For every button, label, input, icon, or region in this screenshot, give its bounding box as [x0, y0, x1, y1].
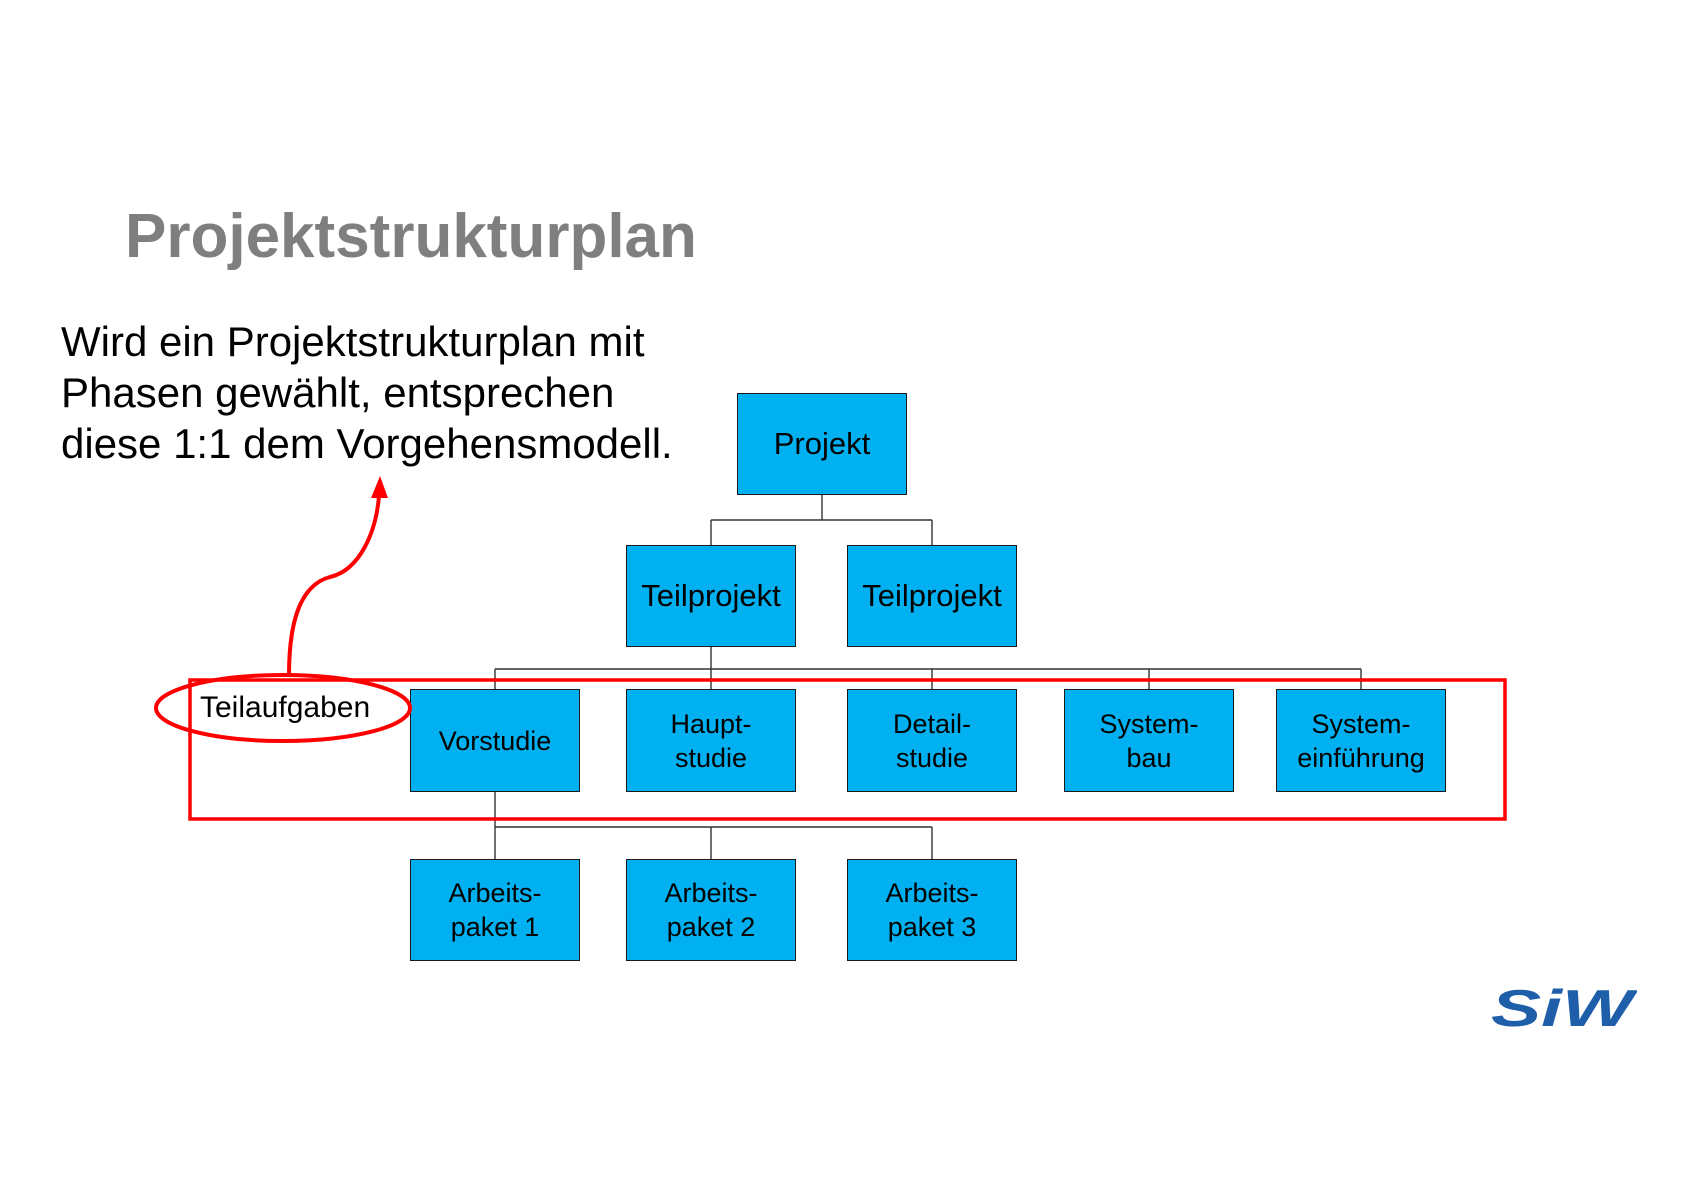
node-projekt: Projekt — [737, 393, 907, 495]
annotation-arrow — [287, 495, 381, 676]
node-label: Teilprojekt — [862, 578, 1002, 613]
annotation-label: Teilaufgaben — [200, 691, 371, 724]
node-label: Vorstudie — [438, 725, 552, 756]
annotation-arrowhead — [371, 476, 388, 498]
node-label: Teilprojekt — [641, 578, 781, 613]
description-text: Wird ein Projektstrukturplan mit Phasen … — [61, 316, 673, 469]
node-label-line-2: paket 3 — [887, 912, 977, 942]
description-line: diese 1:1 dem Vorgehensmodell. — [61, 420, 673, 467]
node-arbeitspaket-2: Arbeits- paket 2 — [626, 859, 796, 961]
node-teilprojekt-1: Teilprojekt — [626, 545, 796, 647]
node-label: Projekt — [773, 426, 871, 461]
node-label-line-2: studie — [674, 742, 748, 773]
node-systembau: System- bau — [1064, 689, 1234, 792]
node-label-line-2: studie — [895, 742, 969, 773]
node-label-line-2: paket 1 — [450, 912, 540, 942]
node-hauptstudie: Haupt- studie — [626, 689, 796, 792]
description-line: Phasen gewählt, entsprechen — [61, 369, 615, 416]
node-vorstudie: Vorstudie — [410, 689, 580, 792]
node-systemeinfuehrung: System- einführung — [1276, 689, 1446, 792]
node-label-line-2: einführung — [1297, 742, 1425, 773]
node-label-line-1: Detail- — [892, 708, 972, 739]
node-label-line-1: System- — [1311, 708, 1411, 739]
logo-text: SiW — [1491, 984, 1637, 1030]
node-teilprojekt-2: Teilprojekt — [847, 545, 1017, 647]
node-arbeitspaket-3: Arbeits- paket 3 — [847, 859, 1017, 961]
page-title: Projektstrukturplan — [125, 202, 697, 271]
node-label-line-1: Arbeits- — [664, 878, 758, 908]
node-label-line-1: Haupt- — [670, 708, 752, 739]
description-line: Wird ein Projektstrukturplan mit — [61, 318, 645, 365]
node-label-line-2: paket 2 — [666, 912, 756, 942]
node-detailstudie: Detail- studie — [847, 689, 1017, 792]
node-label-line-2: bau — [1126, 742, 1172, 773]
node-label-line-1: Arbeits- — [448, 878, 542, 908]
siw-logo: SiW — [1491, 984, 1637, 1030]
node-arbeitspaket-1: Arbeits- paket 1 — [410, 859, 580, 961]
node-label-line-1: System- — [1099, 708, 1199, 739]
node-label-line-1: Arbeits- — [885, 878, 979, 908]
